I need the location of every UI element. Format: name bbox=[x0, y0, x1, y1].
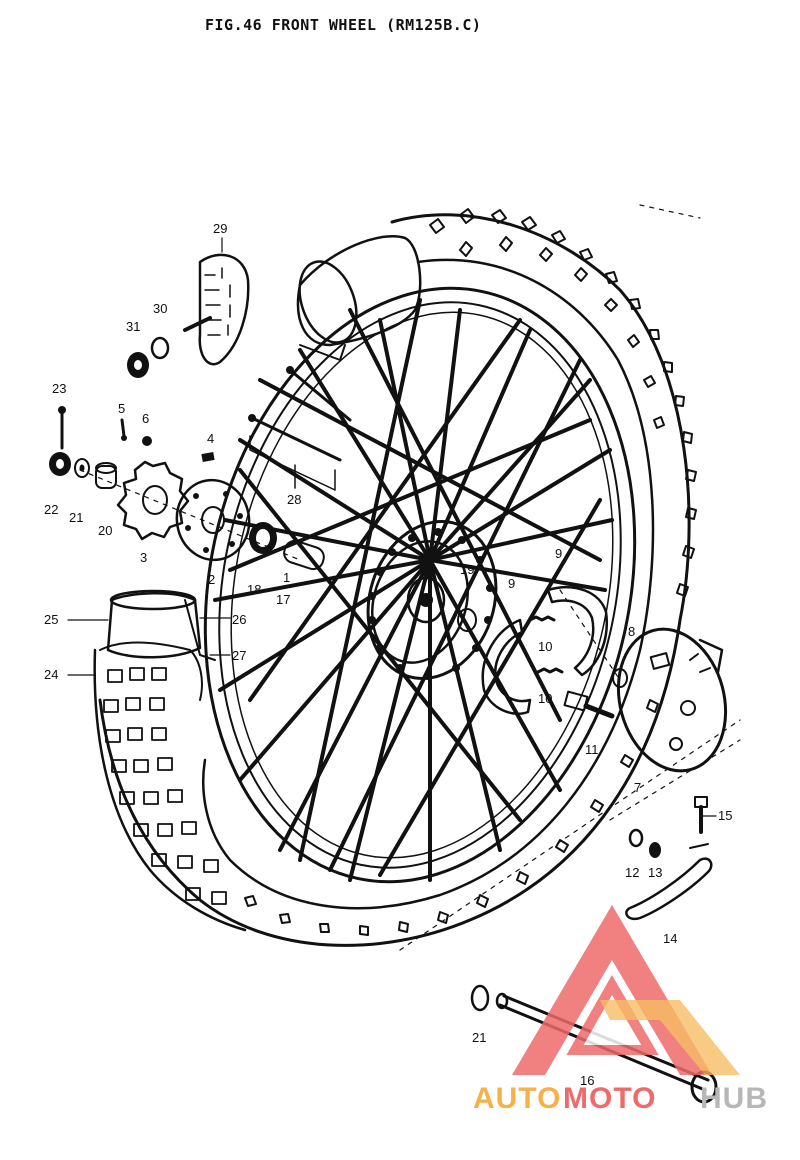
seal-8 bbox=[612, 668, 628, 688]
brake-panel bbox=[616, 627, 728, 773]
figure-title: FIG.46 FRONT WHEEL (RM125B.C) bbox=[205, 16, 482, 34]
callout-24: 24 bbox=[44, 667, 58, 682]
spokes bbox=[213, 298, 614, 882]
callout-9-lower: 9 bbox=[508, 576, 515, 591]
callout-14: 14 bbox=[663, 931, 677, 946]
callout-16: 16 bbox=[580, 1073, 594, 1088]
washer-12 bbox=[628, 828, 644, 848]
callout-19: 19 bbox=[460, 562, 474, 577]
callout-10-upper: 10 bbox=[538, 639, 552, 654]
washer-6 bbox=[142, 436, 152, 446]
callout-21-axle: 21 bbox=[472, 1030, 486, 1045]
callout-12: 12 bbox=[625, 865, 639, 880]
brake-shoe-upper bbox=[546, 585, 609, 677]
callout-30: 30 bbox=[153, 301, 167, 316]
tire-cutaway-section bbox=[93, 641, 247, 932]
brake-shoe-lower bbox=[481, 618, 532, 715]
callout-20: 20 bbox=[98, 523, 112, 538]
callout-1: 1 bbox=[283, 570, 290, 585]
leader-28-bracket bbox=[249, 435, 336, 491]
washer-30 bbox=[150, 336, 170, 360]
callout-29: 29 bbox=[213, 221, 227, 236]
callout-6: 6 bbox=[142, 411, 149, 426]
spoke-set-28 bbox=[248, 366, 352, 462]
nut-13 bbox=[649, 842, 661, 858]
brake-cam bbox=[563, 690, 615, 719]
washer-21-left bbox=[74, 458, 90, 478]
rim-lock-29 bbox=[183, 253, 250, 366]
spacer-17 bbox=[283, 539, 325, 571]
brake-springs bbox=[528, 615, 564, 674]
rim-band-tube-section bbox=[106, 589, 216, 661]
retainer-plate-2 bbox=[175, 478, 251, 562]
callout-2: 2 bbox=[208, 572, 215, 587]
callout-18: 18 bbox=[247, 582, 261, 597]
callout-4: 4 bbox=[207, 431, 214, 446]
tire-tread-blocks bbox=[244, 208, 697, 936]
callout-7: 7 bbox=[634, 780, 641, 795]
inner-tube bbox=[296, 235, 422, 361]
tire bbox=[93, 208, 697, 947]
stopper-14 bbox=[625, 843, 713, 921]
screw-5 bbox=[120, 418, 127, 441]
callout-10-lower: 10 bbox=[538, 691, 552, 706]
callout-23: 23 bbox=[52, 381, 66, 396]
callout-3: 3 bbox=[140, 550, 147, 565]
callout-11: 11 bbox=[585, 742, 599, 757]
nut-22 bbox=[49, 452, 71, 476]
bolt-23 bbox=[58, 406, 66, 450]
watermark-logo bbox=[512, 905, 740, 1075]
callout-5: 5 bbox=[118, 401, 125, 416]
svg-text:HUB: HUB bbox=[700, 1082, 768, 1115]
callout-21-left: 21 bbox=[69, 510, 83, 525]
front-hub bbox=[366, 520, 498, 680]
callout-17: 17 bbox=[276, 592, 290, 607]
callout-9-upper: 9 bbox=[555, 546, 562, 561]
callout-labels: 29 30 31 23 5 6 4 22 21 20 3 2 18 1 17 2… bbox=[44, 221, 732, 1088]
screw-4 bbox=[201, 452, 215, 462]
rim bbox=[203, 286, 637, 884]
collar-20 bbox=[95, 462, 117, 489]
callout-31: 31 bbox=[126, 319, 140, 334]
watermark-text: AUTO MOTO HUB bbox=[473, 1082, 768, 1115]
callout-15: 15 bbox=[718, 808, 732, 823]
callout-28: 28 bbox=[287, 492, 301, 507]
callout-26: 26 bbox=[232, 612, 246, 627]
nut-31 bbox=[127, 352, 149, 378]
callout-25: 25 bbox=[44, 612, 58, 627]
callout-13: 13 bbox=[648, 865, 662, 880]
callout-8: 8 bbox=[628, 624, 635, 639]
bolt-15 bbox=[694, 796, 708, 834]
svg-text:MOTO: MOTO bbox=[563, 1082, 656, 1115]
callout-22: 22 bbox=[44, 502, 58, 517]
washer-21-axle bbox=[470, 984, 490, 1012]
callout-27: 27 bbox=[232, 648, 246, 663]
speedometer-gear-3 bbox=[116, 460, 190, 541]
svg-text:AUTO: AUTO bbox=[473, 1082, 561, 1115]
callout-leaders bbox=[67, 237, 717, 817]
bearing-18 bbox=[249, 522, 277, 554]
assembly-guide-lines bbox=[79, 204, 741, 951]
